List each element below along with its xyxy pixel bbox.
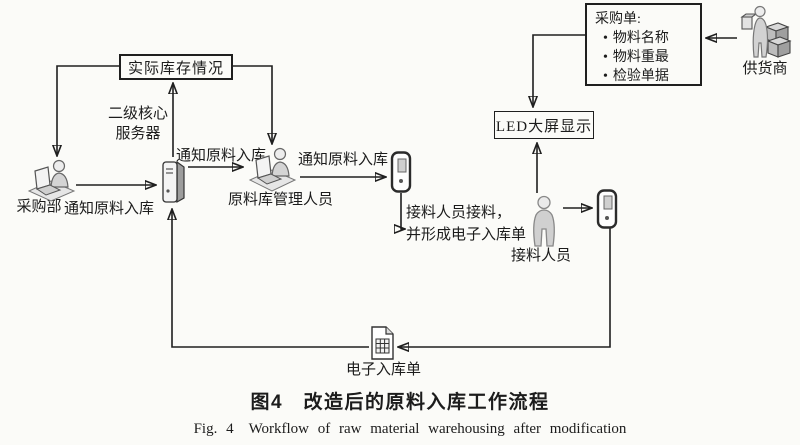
order-item: • 物料重最 bbox=[595, 48, 696, 67]
edge-edoc-to-server bbox=[172, 210, 369, 348]
purchase-order-title: 采购单: bbox=[595, 12, 641, 27]
notify-inbound-label-1: 通知原料入库 bbox=[64, 201, 155, 217]
receiver-person-icon bbox=[527, 195, 561, 248]
edge-inventory-to-purchasing bbox=[57, 65, 119, 155]
edge-order-to-led bbox=[533, 34, 585, 106]
purchase-order-box: 采购单: • 物料名称 • 物料重最 • 检验单据 bbox=[585, 3, 702, 86]
figure-caption-zh: 图4 改造后的原料入库工作流程 bbox=[250, 392, 550, 413]
supplier-icon bbox=[738, 5, 794, 61]
receiver-label: 接料人员 bbox=[510, 248, 571, 264]
warehouse-manager-label: 原料库管理人员 bbox=[227, 192, 333, 208]
edge-phone1-to-note bbox=[401, 193, 404, 229]
led-display-label: LED大屏显示 bbox=[495, 118, 593, 135]
order-item: • 物料名称 bbox=[595, 29, 696, 48]
bullet-icon: • bbox=[603, 50, 608, 65]
notify-inbound-label-2: 通知原料入库 bbox=[176, 148, 267, 164]
led-display-box: LED大屏显示 bbox=[494, 111, 594, 139]
core-server-icon bbox=[160, 158, 187, 204]
figure-caption-en: Fig. 4 Workflow of raw material warehous… bbox=[193, 421, 627, 437]
edge-phone2-to-edoc bbox=[399, 228, 611, 347]
handheld-phone-icon-1 bbox=[390, 151, 412, 193]
order-item-text: 物料重最 bbox=[612, 50, 669, 65]
receiver-note: 接料人员接料， 并形成电子入库单 bbox=[406, 205, 527, 243]
purchasing-dept-label: 采购部 bbox=[16, 199, 62, 215]
bullet-icon: • bbox=[603, 31, 608, 46]
warehouse-manager-icon bbox=[246, 144, 298, 192]
supplier-label: 供货商 bbox=[742, 61, 788, 77]
bullet-icon: • bbox=[603, 69, 608, 84]
order-item: • 检验单据 bbox=[595, 67, 696, 86]
secondary-core-server-label: 二级核心 服务器 bbox=[107, 106, 168, 142]
handheld-phone-icon-2 bbox=[596, 189, 618, 229]
edoc-icon bbox=[370, 326, 395, 360]
notify-inbound-label-3: 通知原料入库 bbox=[298, 152, 389, 168]
edoc-label: 电子入库单 bbox=[345, 362, 421, 378]
order-item-text: 检验单据 bbox=[612, 69, 669, 84]
order-item-text: 物料名称 bbox=[612, 31, 669, 46]
purchasing-dept-icon bbox=[26, 156, 76, 202]
edge-inventory-to-manager bbox=[233, 65, 272, 143]
actual-inventory-label: 实际库存情况 bbox=[127, 60, 224, 77]
actual-inventory-box: 实际库存情况 bbox=[119, 54, 233, 80]
